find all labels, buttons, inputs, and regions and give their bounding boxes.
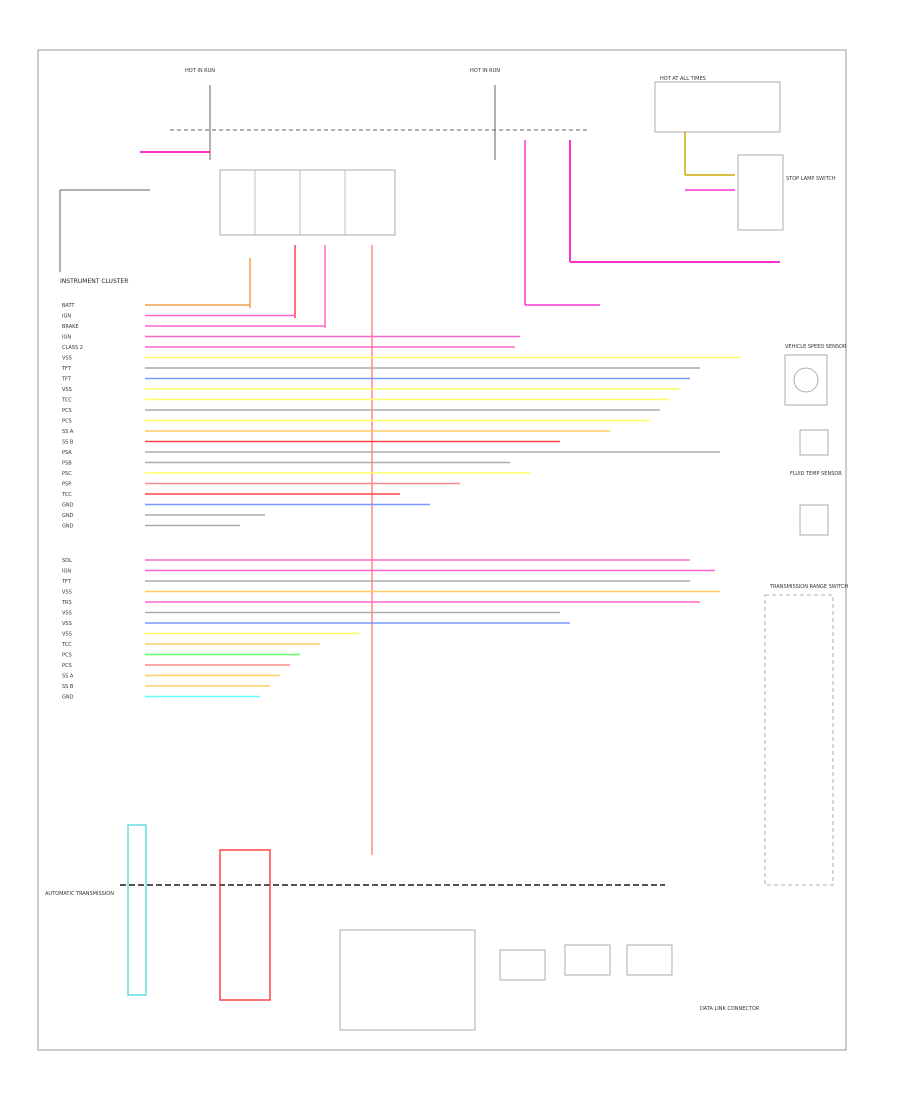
lower-pin-label-2: TFT [61,579,72,585]
label-hot-run-2: HOT IN RUN [470,68,500,74]
upper-pin-label-5: VSS [62,356,72,362]
box-c [626,944,673,976]
upper-pin-label-11: PCS [62,419,72,425]
trans-range-switch [764,594,834,886]
box-b [564,944,611,976]
stop-lamp-switch [737,154,784,231]
upper-pin-label-16: PSC [62,471,72,477]
lower-pin-label-13: GND [62,695,74,701]
label-hot-at-all-times: HOT AT ALL TIMES [660,76,706,82]
upper-pin-label-14: PSA [62,450,72,456]
upper-pin-label-6: TFT [61,366,72,372]
label-auto-trans: AUTOMATIC TRANSMISSION [45,891,114,897]
lower-pin-label-4: TRS [61,600,72,606]
lower-pin-label-3: VSS [62,590,72,596]
label-hot-run-1: HOT IN RUN [185,68,215,74]
label-instrument-cluster: INSTRUMENT CLUSTER [60,278,128,285]
label-data-link: DATA LINK CONNECTOR [700,1006,760,1012]
box-a [499,949,546,981]
upper-pin-label-15: PSB [62,461,72,467]
upper-pin-label-3: IGN [62,335,71,341]
diagram-border [37,49,847,1051]
pressure-switch [799,504,829,536]
pcm-upper-connector: BATT IGN BRAKE IGN CLASS 2 VSS TFT TFT VSS TCC PCS… [61,303,740,530]
label-stop-lamp: STOP LAMP SWITCH [786,176,836,182]
vehicle-speed-sensor [784,354,828,406]
vss-circle [793,367,819,393]
lower-pin-label-7: VSS [62,632,72,638]
cyan-loop [127,824,147,996]
upper-pin-label-10: PCS [62,408,72,414]
label-fts: FLUID TEMP SENSOR [790,471,842,477]
label-trans-range: TRANSMISSION RANGE SWITCH [769,584,848,590]
solenoid-box [339,929,476,1031]
upper-pin-label-2: BRAKE [62,324,79,330]
upper-pin-label-17: PSP [62,482,71,488]
fluid-temp-sensor [799,429,829,456]
lower-pin-label-5: VSS [62,611,72,617]
upper-pin-label-20: GND [62,513,74,519]
upper-pin-label-21: GND [62,524,74,530]
upper-pin-label-19: GND [62,503,74,509]
instrument-cluster-box [219,169,396,236]
upper-pin-label-1: IGN [62,314,71,320]
label-vss: VEHICLE SPEED SENSOR [785,344,847,350]
hot-box [654,81,781,133]
red-loop [219,849,271,1001]
upper-pin-label-18: TCC [61,492,72,498]
lower-pin-label-6: VSS [62,621,72,627]
pcm-lower-connector: SOL IGN TFT VSS TRS VSS VSS VSS TCC PCS PCS SS A SS … [61,558,720,701]
lower-pin-label-8: TCC [61,642,72,648]
lower-pin-label-1: IGN [62,569,71,575]
upper-pin-label-7: TFT [61,377,72,383]
lower-pin-label-9: PCS [62,653,72,659]
upper-pin-label-9: TCC [61,398,72,404]
lower-pin-label-0: SOL [62,558,72,564]
lower-pin-label-10: PCS [62,663,72,669]
upper-pin-label-12: SS A [62,429,74,435]
upper-pin-label-8: VSS [62,387,72,393]
lower-pin-label-12: SS B [62,684,74,690]
lower-pin-label-11: SS A [62,674,74,680]
upper-pin-label-4: CLASS 2 [62,345,83,351]
upper-pin-label-13: SS B [62,440,74,446]
upper-pin-label-0: BATT [62,303,75,309]
